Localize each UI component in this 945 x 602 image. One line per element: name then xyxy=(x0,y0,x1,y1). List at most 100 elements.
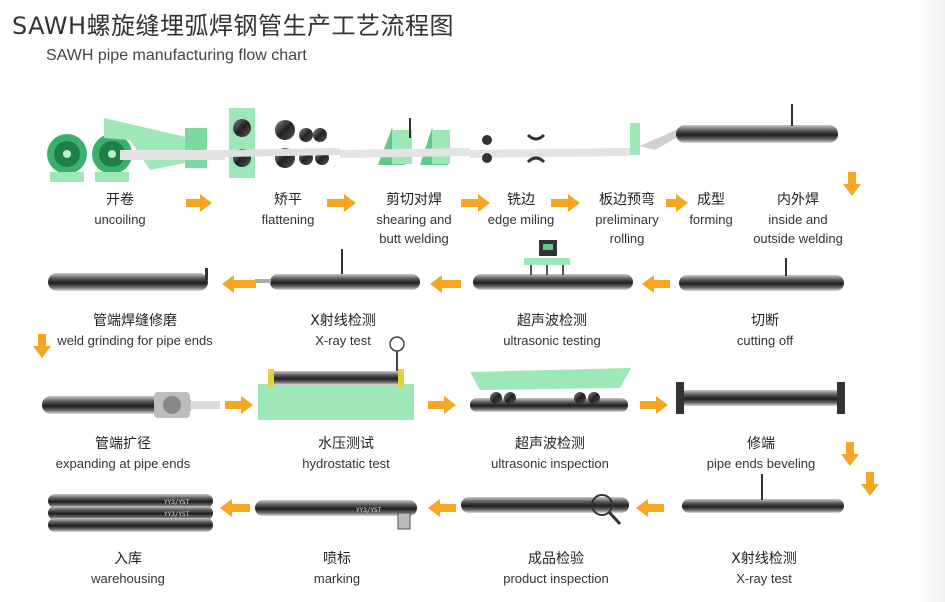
step-label-en: pipe ends beveling xyxy=(706,456,816,471)
arrow-right xyxy=(186,194,212,212)
step-label-zh: 超声波检测 xyxy=(514,436,585,452)
step-label-zh: 管端焊缝修磨 xyxy=(92,313,177,329)
arrow-down xyxy=(33,334,51,358)
step-label: X射线检测 X-ray test xyxy=(310,312,376,350)
pipe-xray xyxy=(255,249,420,290)
step-label-zh: 剪切对焊 xyxy=(385,192,442,208)
arrow-down xyxy=(861,472,879,496)
step-label-zh: 管端扩径 xyxy=(94,436,151,452)
step-label: 成品检验 product inspection xyxy=(503,550,609,588)
arrow-left xyxy=(428,499,456,517)
step-label-en: cutting off xyxy=(736,333,794,348)
pipe-mark-text: YY3/YST xyxy=(164,499,190,506)
step-label-en: product inspection xyxy=(503,571,609,586)
title-english: SAWH pipe manufacturing flow chart xyxy=(46,47,307,64)
pipe-ultrasonic xyxy=(473,240,633,290)
step-label-en: marking xyxy=(313,571,361,586)
coil-uncoiler xyxy=(47,118,225,182)
step-label-zh: 入库 xyxy=(114,551,142,567)
arrow-right xyxy=(428,396,456,414)
step-label-en: weld grinding for pipe ends xyxy=(57,333,213,348)
step-label: 管端焊缝修磨 weld grinding for pipe ends xyxy=(57,312,212,350)
warehouse-pipes: YY3/YST YY3/YST xyxy=(48,494,213,532)
arrow-left xyxy=(642,275,670,293)
step-label-en: X-ray test xyxy=(315,333,371,348)
hydrostatic-tank xyxy=(258,336,414,420)
step-label-zh: 铣边 xyxy=(507,192,535,208)
step-label: 修端 pipe ends beveling xyxy=(707,435,815,473)
formed-pipe-row1 xyxy=(676,104,838,143)
title-chinese: SAWH螺旋缝埋弧焊钢管生产工艺流程图 xyxy=(12,12,455,40)
step-label: 成型 forming xyxy=(689,191,732,229)
step-label-en: preliminary xyxy=(595,212,659,227)
arrow-left xyxy=(636,499,664,517)
pipe-grinding xyxy=(48,268,208,291)
step-label-zh: X射线检测 xyxy=(731,551,797,567)
step-label-en: inside and xyxy=(768,212,828,227)
pipe-cutting xyxy=(679,258,844,291)
flow-arrows xyxy=(33,172,879,517)
step-label: X射线检测 X-ray test xyxy=(731,550,797,588)
step-label: 水压测试 hydrostatic test xyxy=(302,435,389,473)
step-label-en: edge miling xyxy=(487,212,555,227)
arrow-right xyxy=(551,194,580,212)
step-label-zh: 成品检验 xyxy=(527,551,584,567)
pipe-mark-text: YY3/YST xyxy=(164,511,190,518)
step-label: 管端扩径 expanding at pipe ends xyxy=(56,435,190,473)
step-label: 内外焊 inside and outside welding xyxy=(753,191,843,248)
step-label: 剪切对焊 shearing and butt welding xyxy=(376,191,451,248)
arrow-down xyxy=(841,442,859,466)
step-label-zh: 喷标 xyxy=(323,551,351,567)
step-label: 切断 cutting off xyxy=(737,312,793,350)
step-label-en-line2: rolling xyxy=(609,231,645,246)
pipe-product-inspection xyxy=(461,494,629,526)
arrow-down xyxy=(843,172,861,196)
step-label-zh: 成型 xyxy=(696,192,725,208)
watermark-strip xyxy=(917,0,945,602)
step-label-en: flattening xyxy=(261,212,315,227)
arrow-left xyxy=(222,275,256,293)
step-label-en: ultrasonic testing xyxy=(503,333,601,348)
step-label-en: X-ray test xyxy=(736,571,792,586)
arrow-left xyxy=(220,499,250,517)
arrow-right xyxy=(461,194,490,212)
step-label: 板边预弯 preliminary rolling xyxy=(595,191,659,248)
step-label: 铣边 edge miling xyxy=(488,191,555,229)
step-label-en: hydrostatic test xyxy=(302,456,390,471)
step-label: 超声波检测 ultrasonic testing xyxy=(503,312,601,350)
step-label: 矫平 flattening xyxy=(262,191,315,229)
step-label: 超声波检测 ultrasonic inspection xyxy=(491,435,609,473)
step-label-zh: 切断 xyxy=(750,313,779,329)
pipe-expanding xyxy=(42,392,220,418)
pipe-xray-final xyxy=(682,474,844,513)
step-label: 开卷 uncoiling xyxy=(94,191,145,229)
step-label-en: shearing and xyxy=(376,212,452,227)
shear-welder xyxy=(340,118,470,165)
step-label-en: uncoiling xyxy=(94,212,146,227)
edge-milling-machine xyxy=(470,133,630,164)
step-label-en: ultrasonic inspection xyxy=(491,456,609,471)
step-label-en: warehousing xyxy=(91,571,165,586)
step-label-en-line2: butt welding xyxy=(379,231,449,246)
step-label-zh: 板边预弯 xyxy=(598,192,655,208)
step-label-en-line2: outside welding xyxy=(753,231,843,246)
step-label-zh: 矫平 xyxy=(273,192,302,208)
step-label-zh: X射线检测 xyxy=(310,313,376,329)
pipe-mark-text: YY3/YST xyxy=(356,507,382,514)
arrow-right xyxy=(225,396,253,414)
arrow-right xyxy=(666,194,688,212)
step-label-en: forming xyxy=(689,212,733,227)
arrow-right xyxy=(640,396,668,414)
step-label-zh: 开卷 xyxy=(105,192,134,208)
flattening-machine xyxy=(225,108,340,178)
ultrasonic-inspection-rig xyxy=(470,368,631,412)
step-label: 喷标 marking xyxy=(314,550,360,588)
arrow-right xyxy=(327,194,356,212)
pipe-marking: YY3/YST xyxy=(255,500,417,530)
step-label-en: expanding at pipe ends xyxy=(55,456,191,471)
step-label-zh: 内外焊 xyxy=(777,192,819,208)
pipe-beveling xyxy=(676,382,845,414)
step-label: 入库 warehousing xyxy=(91,550,165,588)
step-label-zh: 超声波检测 xyxy=(517,313,587,329)
